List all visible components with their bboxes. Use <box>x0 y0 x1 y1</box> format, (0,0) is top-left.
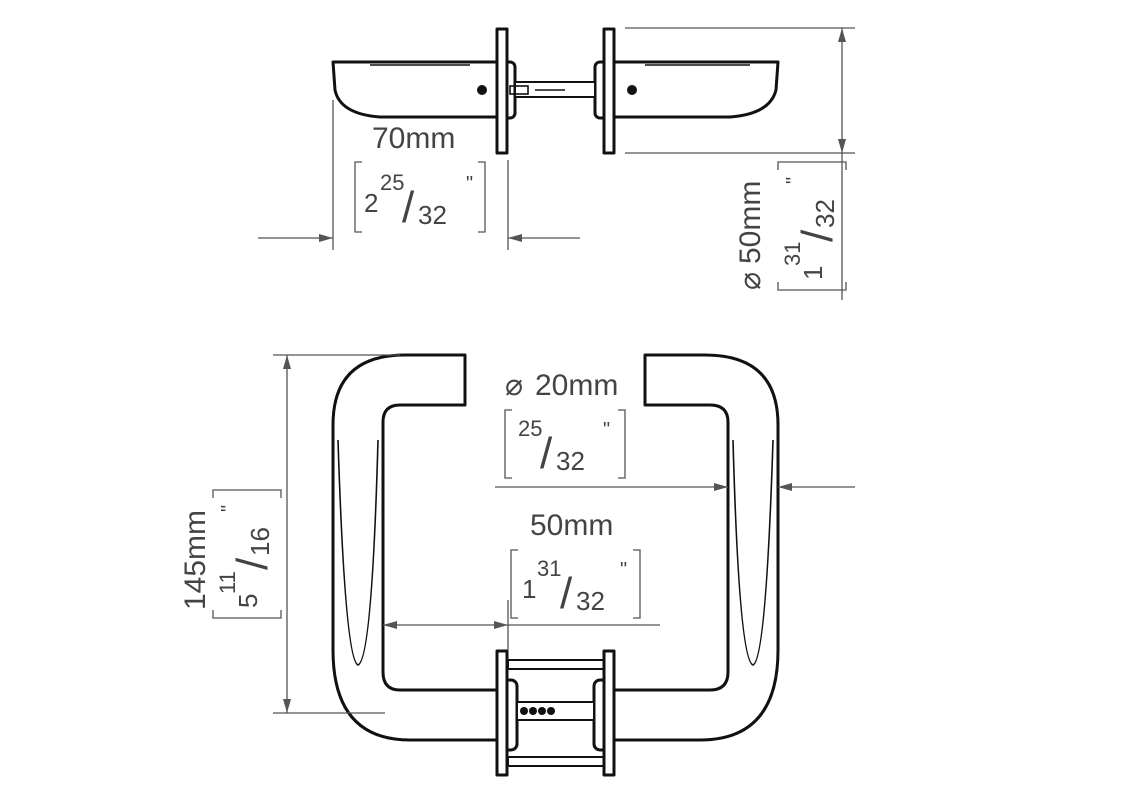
inch-mark: " <box>603 419 610 441</box>
dim-rose-den: 32 <box>810 199 840 228</box>
dimension-lever-diameter: ⌀ 20mm 25 / 32 " <box>495 369 855 491</box>
left-rose-plate <box>495 27 509 155</box>
dim-rose-metric: 50mm <box>734 181 767 264</box>
inch-mark: " <box>466 173 473 195</box>
right-rose-plate-plan <box>602 649 616 777</box>
right-lever <box>608 353 780 742</box>
dim-20mm-metric: 20mm <box>535 369 618 402</box>
dim-145mm-num: 11 <box>215 571 240 594</box>
dim-50mm-metric: 50mm <box>530 509 613 542</box>
right-rose-plate <box>602 27 616 155</box>
dim-rose-whole: 1 <box>798 266 828 280</box>
fraction-slash: / <box>402 183 415 232</box>
right-lever-side <box>608 60 780 119</box>
fraction-slash: / <box>560 569 573 618</box>
top-view <box>331 27 780 155</box>
dim-20mm-den: 32 <box>556 446 585 476</box>
spring-icon <box>520 707 555 715</box>
fraction-slash: / <box>793 229 842 242</box>
dimension-145mm: 145mm 5 11 / 16 " <box>179 354 400 714</box>
inch-mark: " <box>218 505 240 512</box>
dim-145mm-den: 16 <box>245 527 275 556</box>
dim-50mm-num: 31 <box>537 556 561 581</box>
dim-145mm-metric: 145mm <box>179 510 212 610</box>
dim-50mm-whole: 1 <box>522 574 536 604</box>
dim-145mm-whole: 5 <box>233 594 263 608</box>
right-grub-screw <box>627 85 637 95</box>
diameter-symbol: ⌀ <box>505 369 523 402</box>
inch-mark: " <box>620 559 627 581</box>
left-rose-plate-plan <box>495 649 509 777</box>
dimension-rose-diameter: ⌀ 50mm 1 31 / 32 " <box>625 27 855 300</box>
dimension-50mm: 50mm 1 31 / 32 " <box>383 509 660 650</box>
dim-20mm-num: 25 <box>518 416 542 441</box>
dim-rose-num: 31 <box>780 242 805 266</box>
fraction-slash: / <box>228 557 277 570</box>
spring-spindle <box>516 701 595 721</box>
left-lever-side <box>331 60 502 119</box>
plan-view <box>331 353 780 777</box>
dim-70mm-metric: 70mm <box>372 122 455 155</box>
inch-mark: " <box>783 177 805 184</box>
dim-70mm-den: 32 <box>418 200 447 230</box>
left-lever <box>331 353 502 742</box>
diameter-symbol: ⌀ <box>734 272 767 290</box>
dimension-70mm: 70mm 2 25 / 32 " <box>258 100 580 250</box>
dim-50mm-den: 32 <box>576 586 605 616</box>
fraction-slash: / <box>540 429 553 478</box>
left-grub-screw <box>477 85 487 95</box>
dim-70mm-whole: 2 <box>364 188 378 218</box>
dim-70mm-num: 25 <box>380 170 404 195</box>
